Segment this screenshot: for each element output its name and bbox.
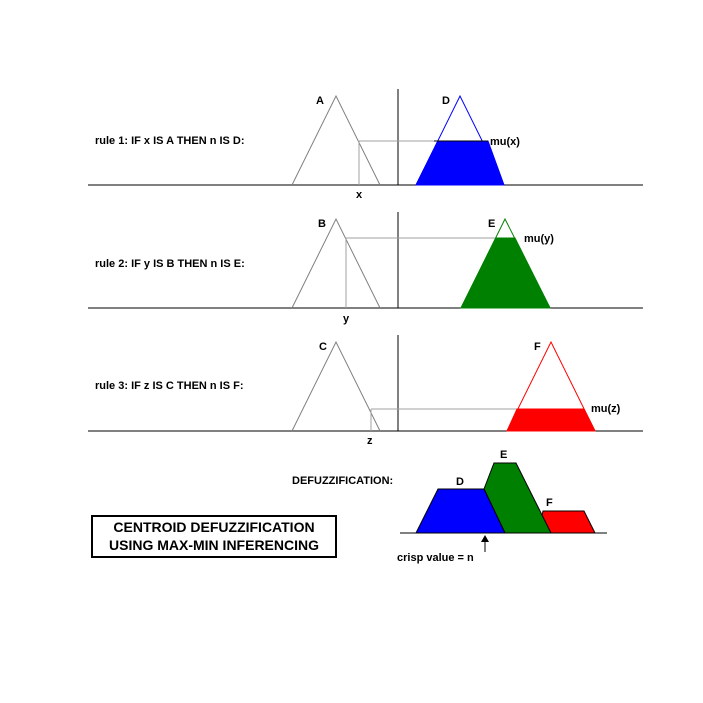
title-box-border (91, 515, 337, 558)
set-label-c: C (319, 341, 327, 353)
rule-2-text: rule 2: IF y IS B THEN n IS E: (95, 258, 245, 270)
output-triangle-f (506, 340, 596, 432)
output-f-clipped-fill (506, 408, 596, 432)
set-label-d: D (442, 95, 450, 107)
input-triangle-a (291, 94, 381, 186)
title-line-2: USING MAX-MIN INFERENCING (109, 537, 319, 553)
set-label-a: A (316, 95, 324, 107)
rule-3-panel: rule 3: IF z IS C THEN n IS F: C z F mu(… (88, 335, 643, 447)
output-triangle-d (415, 94, 505, 186)
defuzz-label-d: D (456, 476, 464, 488)
rule-2-panel: rule 2: IF y IS B THEN n IS E: B y E mu(… (88, 212, 643, 325)
input-var-y: y (343, 313, 350, 325)
defuzz-shape-d (415, 488, 506, 534)
title-box: CENTROID DEFUZZIFICATION USING MAX-MIN I… (91, 515, 337, 558)
rule-3-text: rule 3: IF z IS C THEN n IS F: (95, 380, 244, 392)
crisp-value-label: crisp value = n (397, 552, 474, 564)
defuzzification-panel: DEFUZZIFICATION: D E F crisp value = n (292, 449, 607, 564)
defuzz-label-e: E (500, 449, 507, 461)
input-var-z: z (367, 435, 373, 447)
title-line-1: CENTROID DEFUZZIFICATION (113, 519, 314, 535)
set-label-e: E (488, 218, 495, 230)
defuzz-label: DEFUZZIFICATION: (292, 475, 393, 487)
rule-1-panel: rule 1: IF x IS A THEN n IS D: A x D mu(… (88, 89, 643, 201)
defuzz-label-f: F (546, 497, 553, 509)
crisp-arrow-head (481, 535, 489, 542)
set-label-f: F (534, 341, 541, 353)
input-triangle-c (291, 340, 381, 432)
output-e-clipped-fill (460, 237, 551, 309)
input-triangle-b (291, 217, 381, 309)
set-label-b: B (318, 218, 326, 230)
rule-1-text: rule 1: IF x IS A THEN n IS D: (95, 135, 245, 147)
mu-x-label: mu(x) (490, 136, 520, 148)
mu-z-label: mu(z) (591, 403, 621, 415)
output-triangle-e (460, 217, 551, 309)
mu-y-label: mu(y) (524, 233, 554, 245)
input-var-x: x (356, 189, 363, 201)
